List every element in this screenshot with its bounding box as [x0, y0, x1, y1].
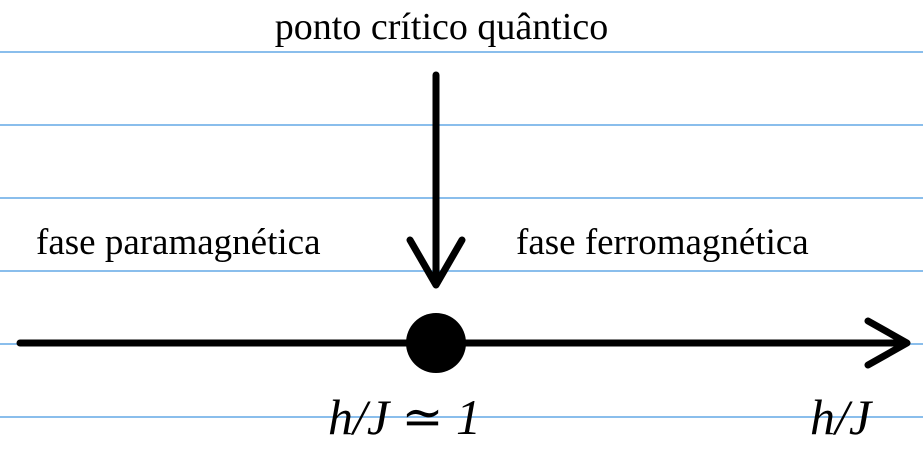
paramagnetic-phase-label: fase paramagnética: [36, 222, 321, 263]
critical-value-label: h/J ≃ 1: [328, 389, 481, 445]
down-arrow-icon: [406, 236, 466, 289]
critical-arrow: [406, 71, 466, 289]
critical-point-marker: [406, 313, 466, 373]
axis-label: h/J: [810, 389, 872, 445]
critical-point-title: ponto crítico quântico: [274, 6, 609, 48]
axis-arrowhead-icon: [864, 317, 911, 369]
ferromagnetic-phase-label: fase ferromagnética: [516, 222, 809, 263]
